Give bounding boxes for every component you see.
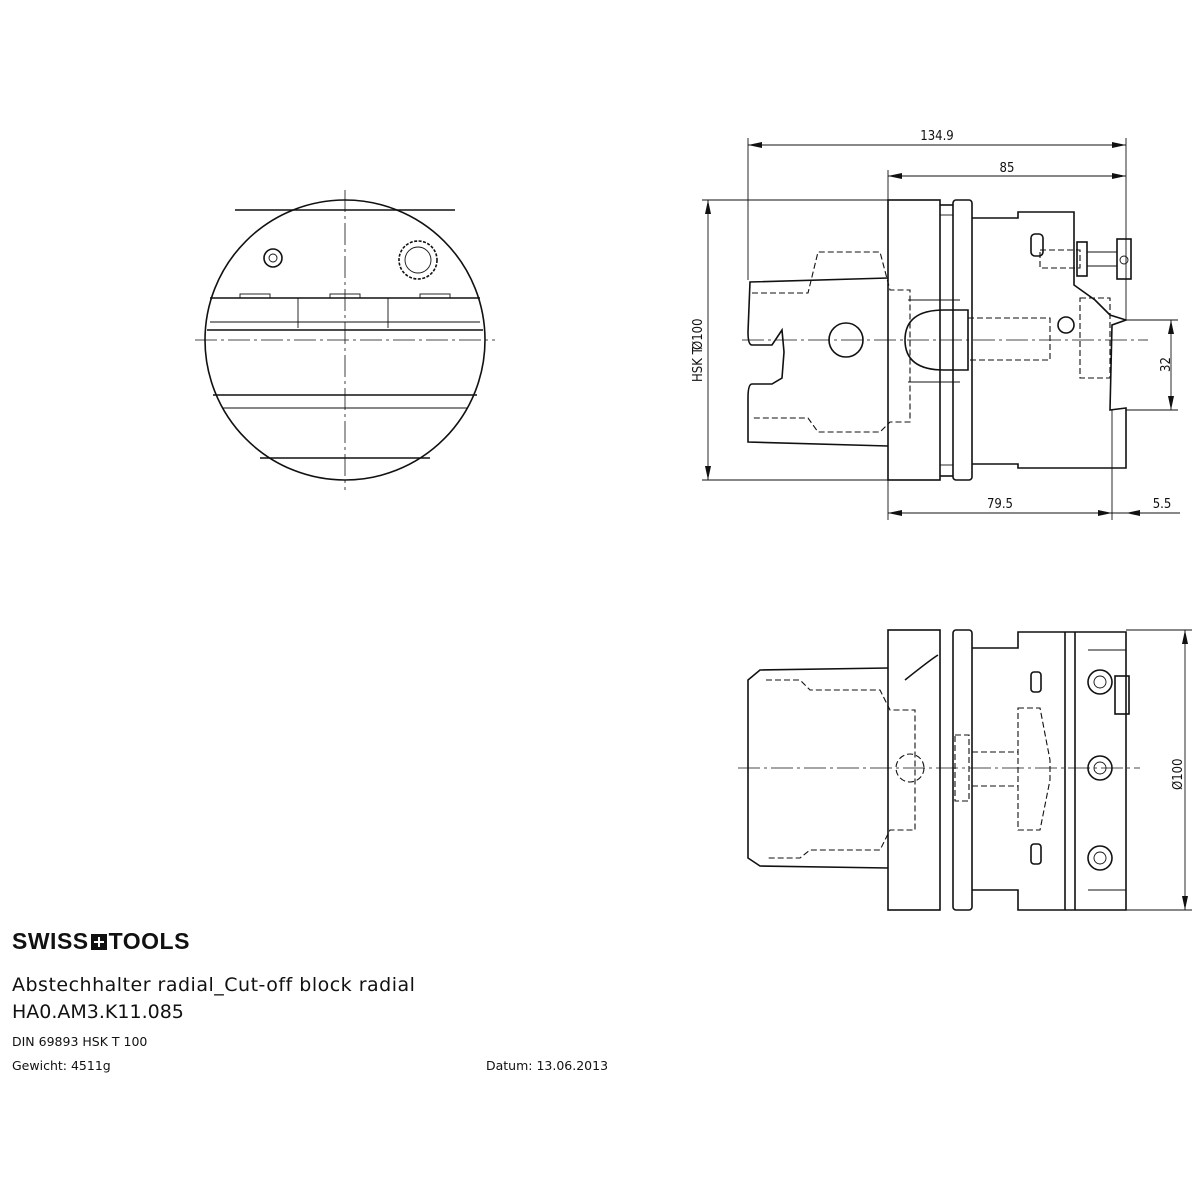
dim-body-diameter: Ø100 bbox=[1171, 758, 1186, 790]
dimension-lines bbox=[702, 138, 1180, 520]
dim-body-length: 79.5 bbox=[987, 497, 1013, 512]
top-view bbox=[738, 629, 1192, 911]
drawing-title: Abstechhalter radial_Cut-off block radia… bbox=[12, 974, 416, 996]
dim-shank-diameter: Ø100 bbox=[691, 318, 706, 350]
brand-logo: SWISS TOOLS bbox=[12, 928, 190, 955]
part-number: HA0.AM3.K11.085 bbox=[12, 1001, 184, 1023]
dim-shank-label: HSK T bbox=[691, 346, 706, 382]
dim-overall-length: 134.9 bbox=[920, 129, 953, 144]
logo-text-left: SWISS bbox=[12, 928, 89, 954]
logo-text-right: TOOLS bbox=[108, 928, 190, 954]
standard-spec: DIN 69893 HSK T 100 bbox=[12, 1034, 148, 1049]
drawing-date: Datum: 13.06.2013 bbox=[486, 1058, 609, 1073]
dim-head-length: 85 bbox=[1000, 161, 1015, 176]
end-view bbox=[195, 190, 495, 490]
dim-offset: 5.5 bbox=[1153, 497, 1172, 512]
weight: Gewicht: 4511g bbox=[12, 1058, 111, 1073]
swiss-cross-icon bbox=[90, 933, 107, 950]
dim-center-height: 32 bbox=[1159, 357, 1174, 372]
side-view bbox=[742, 199, 1148, 481]
